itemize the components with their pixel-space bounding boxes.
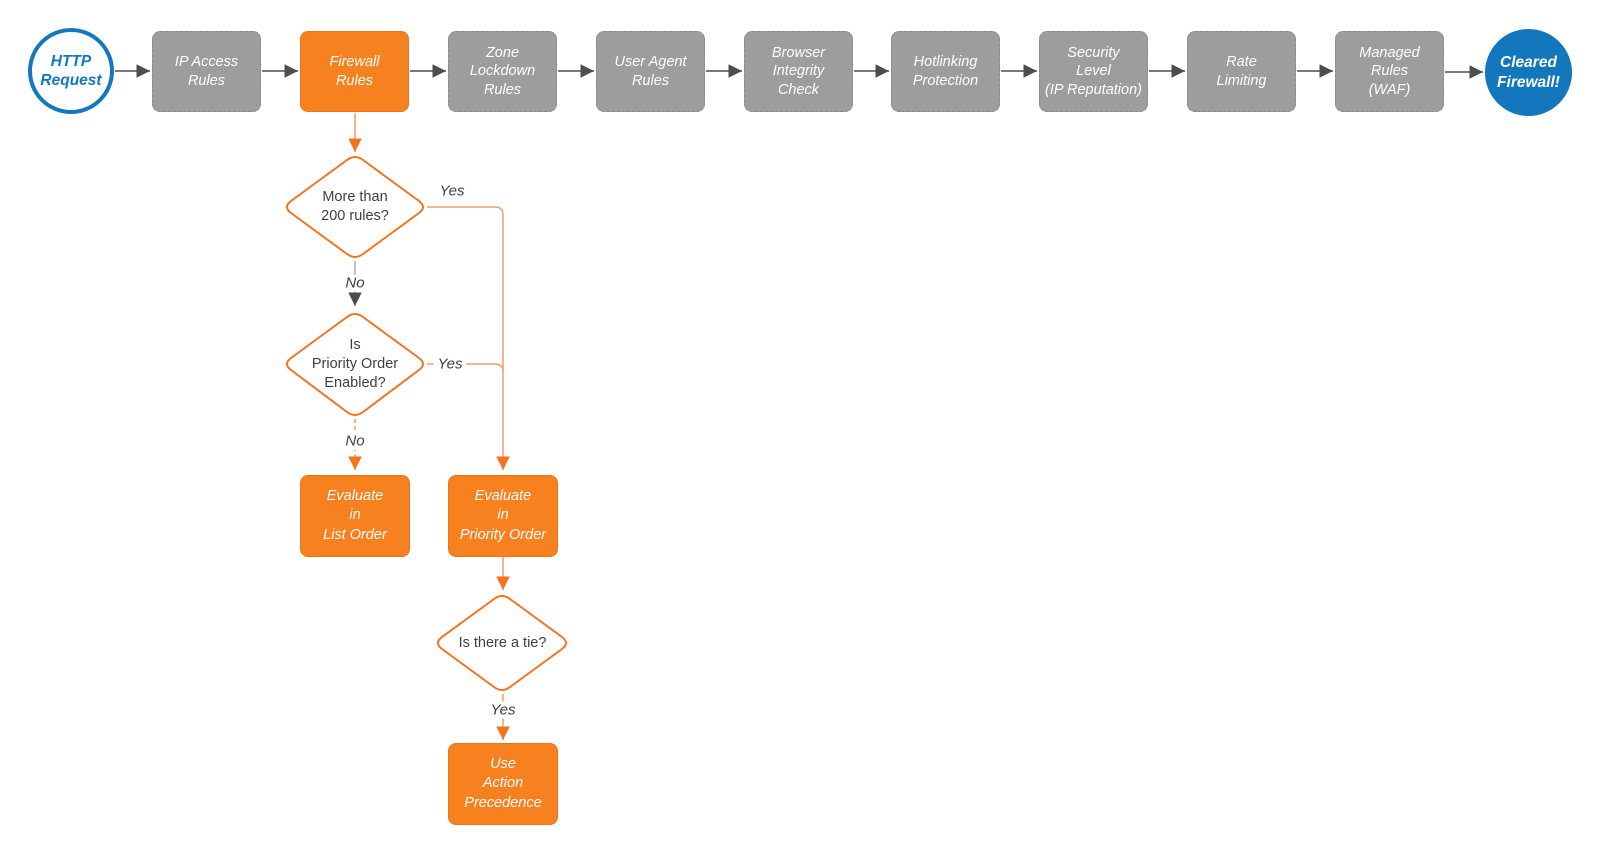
stage-label: Rate Limiting [1216, 53, 1267, 89]
action-use-action-precedence: Use Action Precedence [448, 743, 558, 825]
stage-rate-limiting: Rate Limiting [1187, 31, 1296, 112]
stage-label: Zone Lockdown Rules [469, 44, 536, 98]
edge-label-decision3-yes: Yes [486, 701, 520, 719]
edge-label-decision2-yes: Yes [433, 355, 467, 373]
stage-managed-rules-waf: Managed Rules (WAF) [1335, 31, 1444, 112]
stage-label: Hotlinking Protection [912, 53, 979, 89]
decision-is-there-a-tie-shape [437, 595, 567, 691]
decision-priority-order-enabled-shape [286, 313, 424, 416]
stage-label: IP Access Rules [174, 53, 239, 89]
node-cleared-firewall-label: Cleared Firewall! [1497, 54, 1560, 91]
action-evaluate-in-priority-order: Evaluate in Priority Order [448, 475, 558, 557]
stage-user-agent-rules: User Agent Rules [596, 31, 705, 112]
action-label: Evaluate in Priority Order [459, 488, 547, 543]
node-http-request-label: HTTP Request [40, 52, 102, 89]
edge-label-decision1-yes: Yes [439, 182, 465, 200]
stage-label: Security Level (IP Reputation) [1045, 44, 1142, 98]
stage-label: Firewall Rules [329, 53, 380, 89]
action-label: Use Action Precedence [464, 756, 542, 811]
action-evaluate-in-list-order: Evaluate in List Order [300, 475, 410, 557]
stage-ip-access-rules: IP Access Rules [152, 31, 261, 112]
stage-browser-integrity-check: Browser Integrity Check [744, 31, 853, 112]
stage-firewall-rules: Firewall Rules [300, 31, 409, 112]
stage-security-level-ip-reputation: Security Level (IP Reputation) [1039, 31, 1148, 112]
decision-more-than-200-rules-shape [286, 156, 424, 258]
stage-label: Managed Rules (WAF) [1359, 44, 1420, 98]
stage-hotlinking-protection: Hotlinking Protection [891, 31, 1000, 112]
stage-label: User Agent Rules [614, 53, 687, 89]
stage-zone-lockdown-rules: Zone Lockdown Rules [448, 31, 557, 112]
connector-decision1-yes [427, 206, 510, 470]
edge-label-decision2-no: No [341, 432, 369, 450]
node-http-request: HTTP Request [28, 28, 114, 114]
stage-label: Browser Integrity Check [771, 44, 826, 98]
edge-label-decision1-no: No [341, 274, 369, 292]
action-label: Evaluate in List Order [323, 488, 387, 543]
node-cleared-firewall: Cleared Firewall! [1485, 29, 1572, 116]
connector-decision2-yes [427, 363, 504, 373]
